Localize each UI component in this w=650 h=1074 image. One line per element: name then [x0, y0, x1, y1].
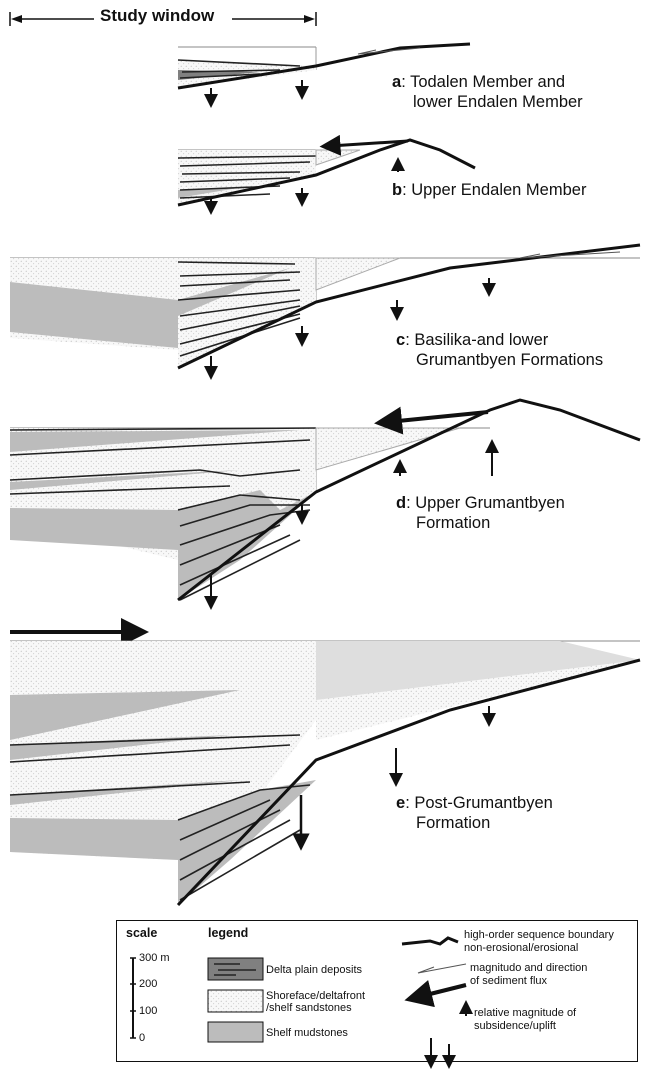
study-window-label: Study window: [100, 6, 215, 25]
panel-b-label: b: Upper Endalen Member: [392, 181, 587, 199]
panel-c-label: c: Basilika-and lower: [396, 331, 549, 349]
legend-flux-line2: of sediment flux: [470, 975, 548, 987]
scale-title: scale: [126, 926, 158, 940]
legend-shoreface-line1: Shoreface/deltafront: [266, 990, 366, 1002]
scale-tick-100: 100: [139, 1005, 158, 1017]
panel-d-label-line2: Formation: [416, 514, 491, 532]
legend-box: [116, 920, 638, 1062]
panel-a-label-line2: lower Endalen Member: [413, 93, 583, 111]
panel-d-label: d: Upper Grumantbyen: [396, 494, 565, 512]
panel-c-section: [10, 243, 641, 380]
panel-d-section: [9, 398, 641, 610]
legend-flux-line1: magnitudo and direction: [470, 962, 588, 974]
panel-b-section: [177, 134, 476, 215]
legend-shoreface-line2: /shelf sandstones: [266, 1002, 352, 1014]
scale-tick-300: 300 m: [139, 952, 170, 964]
legend-seq-boundary-line1: high-order sequence boundary: [464, 929, 614, 941]
legend-seq-boundary-line2: non-erosional/erosional: [464, 942, 579, 954]
panel-e-section: [9, 618, 641, 907]
panel-c-label-line2: Grumantbyen Formations: [416, 351, 604, 369]
panel-a-label: a: Todalen Member and: [392, 73, 566, 91]
legend-subsidence-line1: relative magnitude of: [474, 1007, 577, 1019]
legend-graphics: [130, 936, 473, 1069]
panel-e-label: e: Post-Grumantbyen: [396, 794, 553, 812]
scale-tick-200: 200: [139, 978, 158, 990]
legend-subsidence-line2: subsidence/uplift: [474, 1020, 556, 1032]
panel-a-section: [177, 42, 471, 108]
legend-shelf-mud: Shelf mudstones: [266, 1027, 348, 1039]
panel-e-label-line2: Formation: [416, 814, 491, 832]
scale-tick-0: 0: [139, 1032, 146, 1044]
study-window-arrow: [9, 12, 317, 26]
legend-title: legend: [208, 926, 249, 940]
legend-delta-plain: Delta plain deposits: [266, 964, 363, 976]
